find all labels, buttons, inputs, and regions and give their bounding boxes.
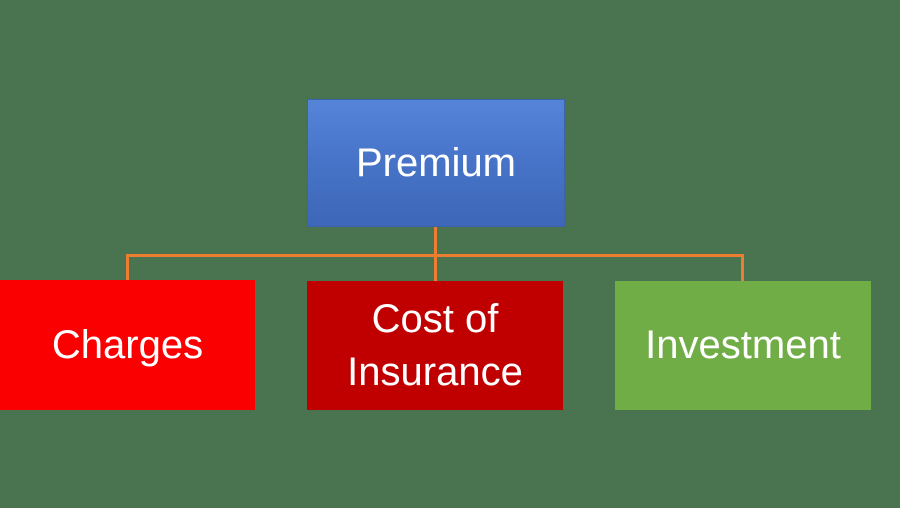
investment-node-label: Investment	[645, 323, 841, 368]
cost-of-insurance-node-label: Cost of Insurance	[347, 296, 523, 394]
connector-horizontal-bar	[126, 254, 744, 257]
connector-left-vertical	[126, 254, 129, 281]
connector-right-vertical	[741, 254, 744, 281]
charges-node: Charges	[0, 280, 255, 410]
charges-node-label: Charges	[51, 322, 204, 367]
investment-node: Investment	[615, 281, 871, 410]
premium-node: Premium	[307, 99, 565, 227]
premium-node-label: Premium	[355, 140, 517, 185]
cost-of-insurance-node: Cost of Insurance	[307, 281, 563, 410]
